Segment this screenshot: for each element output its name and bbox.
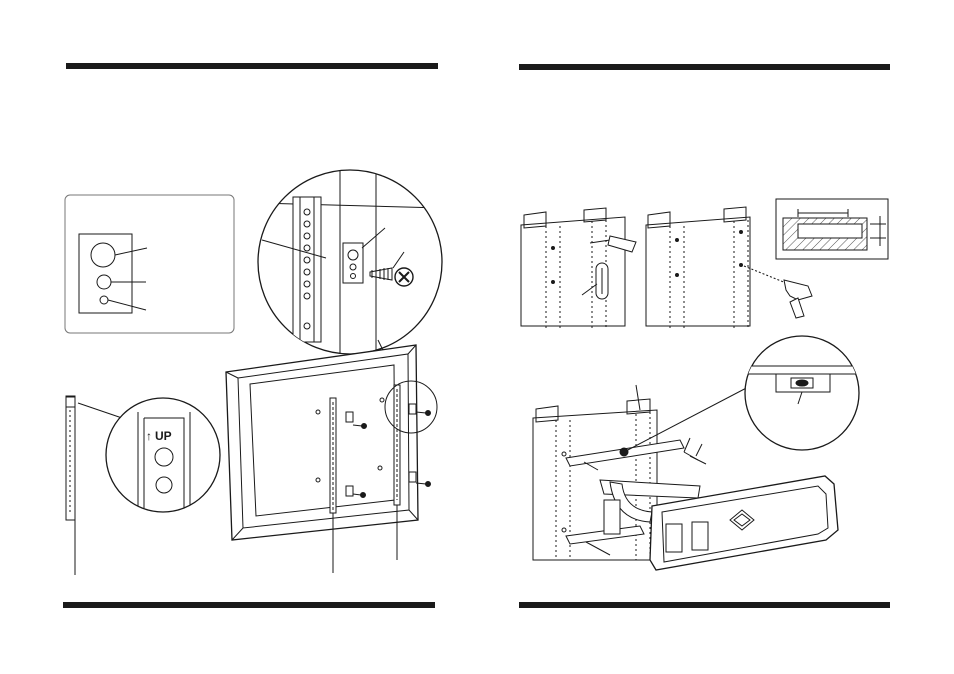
up-label: UP	[155, 429, 172, 443]
tv-bracket-left	[330, 398, 336, 513]
wall-stud-locating	[521, 208, 636, 330]
power-drill-icon	[744, 266, 812, 318]
level-detail-circle	[745, 336, 859, 450]
standalone-vertical-bracket	[66, 396, 122, 575]
small-hole-circle	[100, 296, 108, 304]
up-orientation-detail-circle: ↑ UP	[106, 398, 220, 512]
medium-hole-circle	[97, 275, 111, 289]
spacer-block	[343, 243, 363, 283]
up-arrow-icon: ↑	[146, 429, 152, 443]
screw-size-reference-panel	[65, 195, 234, 333]
tv-back-with-vertical-brackets	[226, 345, 437, 573]
large-hole-circle	[91, 243, 115, 267]
bracket-to-tv-detail-circle	[258, 170, 442, 355]
hole-depth-diagram	[776, 199, 888, 259]
